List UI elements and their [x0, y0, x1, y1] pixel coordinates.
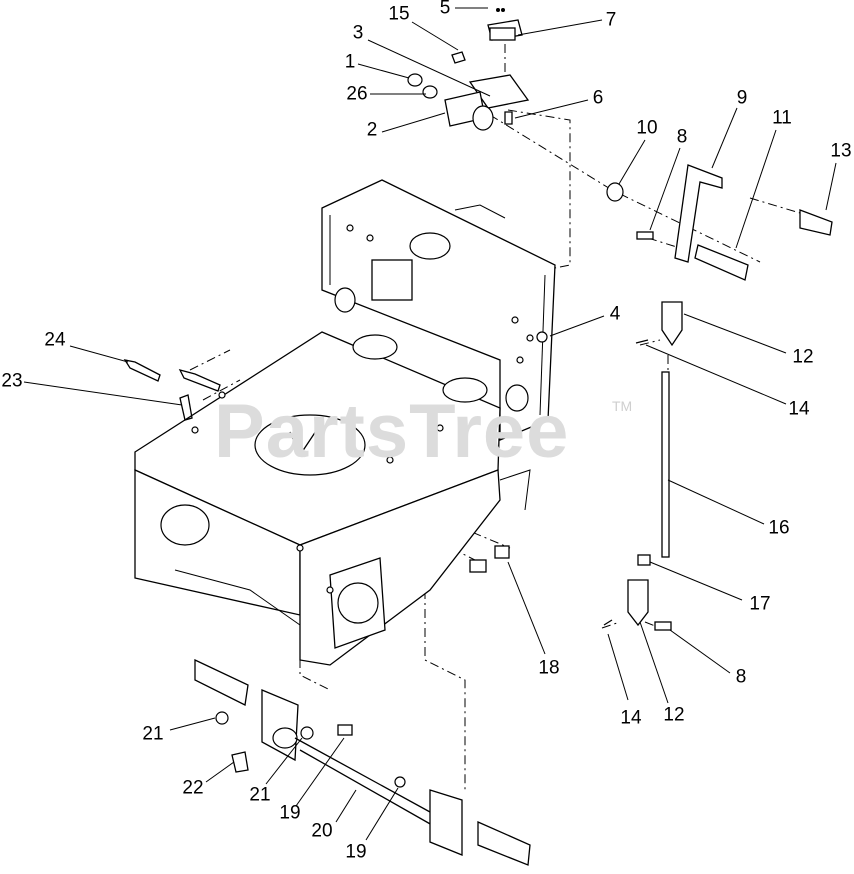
callout-18: 18: [538, 657, 560, 679]
main-chassis-frame: [134, 331, 531, 666]
callout-14-lower: 14: [620, 707, 642, 729]
control-lever-assembly: [606, 164, 833, 281]
callout-4: 4: [609, 303, 621, 325]
callout-11: 11: [772, 107, 792, 129]
callout-5: 5: [439, 0, 451, 19]
pivot-bracket-assembly: [407, 8, 530, 131]
callout-8: 8: [676, 126, 688, 148]
callout-3: 3: [352, 22, 364, 44]
callout-16: 16: [768, 517, 790, 539]
callout-17: 17: [749, 593, 771, 615]
callout-7: 7: [605, 9, 617, 31]
callout-1: 1: [344, 51, 356, 73]
callout-15: 15: [388, 3, 410, 25]
callout-23: 23: [1, 370, 23, 392]
callout-20: 20: [311, 820, 333, 842]
callout-13: 13: [830, 140, 852, 162]
trademark-mark: TM: [612, 398, 633, 414]
lower-shaft-assembly: [194, 658, 531, 866]
upper-frame-plate: [321, 179, 556, 441]
watermark-text: PartsTree: [214, 389, 570, 474]
callout-22: 22: [182, 777, 204, 799]
callout-19: 19: [279, 802, 301, 824]
callout-12-lower: 12: [663, 704, 685, 726]
callout-2: 2: [366, 119, 378, 141]
callout-14: 14: [788, 398, 810, 420]
mounting-bolts: [469, 331, 548, 573]
linkage-rod-assembly: [603, 301, 683, 631]
callout-leader-lines: [23, 7, 837, 841]
callout-12: 12: [792, 346, 814, 368]
callout-6: 6: [592, 87, 604, 109]
callout-10: 10: [636, 117, 658, 139]
callout-8-lower: 8: [735, 666, 747, 688]
callout-24: 24: [44, 329, 66, 351]
spring-and-bolts: [123, 359, 221, 421]
callout-9: 9: [736, 87, 748, 109]
callout-26: 26: [346, 83, 368, 105]
callout-19-lower: 19: [345, 841, 367, 863]
callout-21-lower: 21: [249, 784, 271, 806]
callout-21: 21: [142, 723, 164, 745]
